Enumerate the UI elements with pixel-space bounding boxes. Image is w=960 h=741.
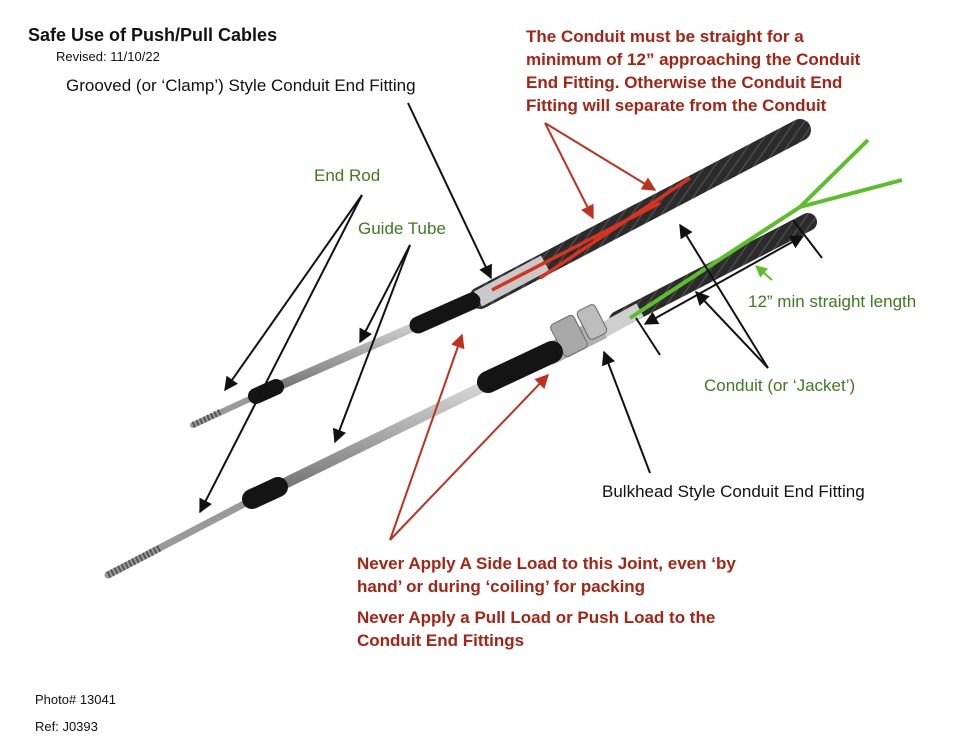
arrow-conduit-lower (695, 290, 769, 369)
red-arrow-straight-1 (544, 122, 594, 220)
label-grooved-fitting: Grooved (or ‘Clamp’) Style Conduit End F… (66, 76, 416, 95)
arrow-end-rod-upper (224, 194, 363, 392)
red-arrow-straight-2 (544, 122, 657, 191)
reference-number: Ref: J0393 (35, 719, 98, 734)
green-flare-right (799, 178, 903, 209)
arrow-end-rod-lower (199, 194, 363, 514)
warning-straight-line: minimum of 12” approaching the Conduit (526, 50, 861, 69)
warning-straight-line: End Fitting. Otherwise the Conduit End (526, 73, 843, 92)
upper-end-rod-thread (191, 409, 222, 428)
warning-side-load-line: Never Apply A Side Load to this Joint, e… (357, 554, 736, 573)
upper-tube-seal (409, 292, 481, 334)
warning-straight-line: The Conduit must be straight for a (526, 27, 804, 46)
warning-straight-line: Fitting will separate from the Conduit (526, 96, 827, 115)
lower-tube-seal (477, 341, 563, 393)
warning-straight-conduit: The Conduit must be straight for a minim… (526, 25, 860, 117)
arrow-grooved-fitting (407, 102, 492, 280)
lower-rod-seal (242, 477, 288, 509)
green-flare-up (798, 138, 870, 209)
warning-pull-load-line: Never Apply a Pull Load or Push Load to … (357, 608, 716, 627)
lower-end-rod-thread (106, 544, 162, 579)
arrow-bulkhead-fitting (601, 350, 651, 474)
label-bulkhead-fitting: Bulkhead Style Conduit End Fitting (602, 482, 865, 501)
arrow-guide-tube-upper (359, 244, 411, 344)
arrow-conduit-upper (679, 223, 769, 369)
bulkhead-nut-2 (576, 304, 608, 340)
warning-side-load-line: hand’ or during ‘coiling’ for packing (357, 577, 646, 596)
label-conduit: Conduit (or ‘Jacket’) (704, 376, 856, 395)
warning-side-load: Never Apply A Side Load to this Joint, e… (357, 552, 736, 598)
label-guide-tube: Guide Tube (358, 219, 446, 238)
arrow-guide-tube-lower (332, 244, 411, 444)
warning-pull-load: Never Apply a Pull Load or Push Load to … (357, 606, 715, 652)
label-end-rod: End Rod (314, 166, 381, 185)
photo-number: Photo# 13041 (35, 692, 116, 707)
dimension-12in (635, 219, 823, 356)
red-straight-line-2 (539, 176, 691, 280)
warning-pull-load-line: Conduit End Fittings (357, 631, 525, 650)
lower-cable (104, 213, 817, 579)
green-pointer (755, 265, 773, 281)
lower-end-rod (104, 489, 269, 579)
label-min-straight-length: 12” min straight length (748, 292, 917, 311)
page-title: Safe Use of Push/Pull Cables (28, 25, 278, 45)
revised-date: Revised: 11/10/22 (56, 49, 160, 64)
red-arrow-joint-lower (389, 373, 549, 541)
red-arrow-joint-upper (389, 333, 465, 541)
